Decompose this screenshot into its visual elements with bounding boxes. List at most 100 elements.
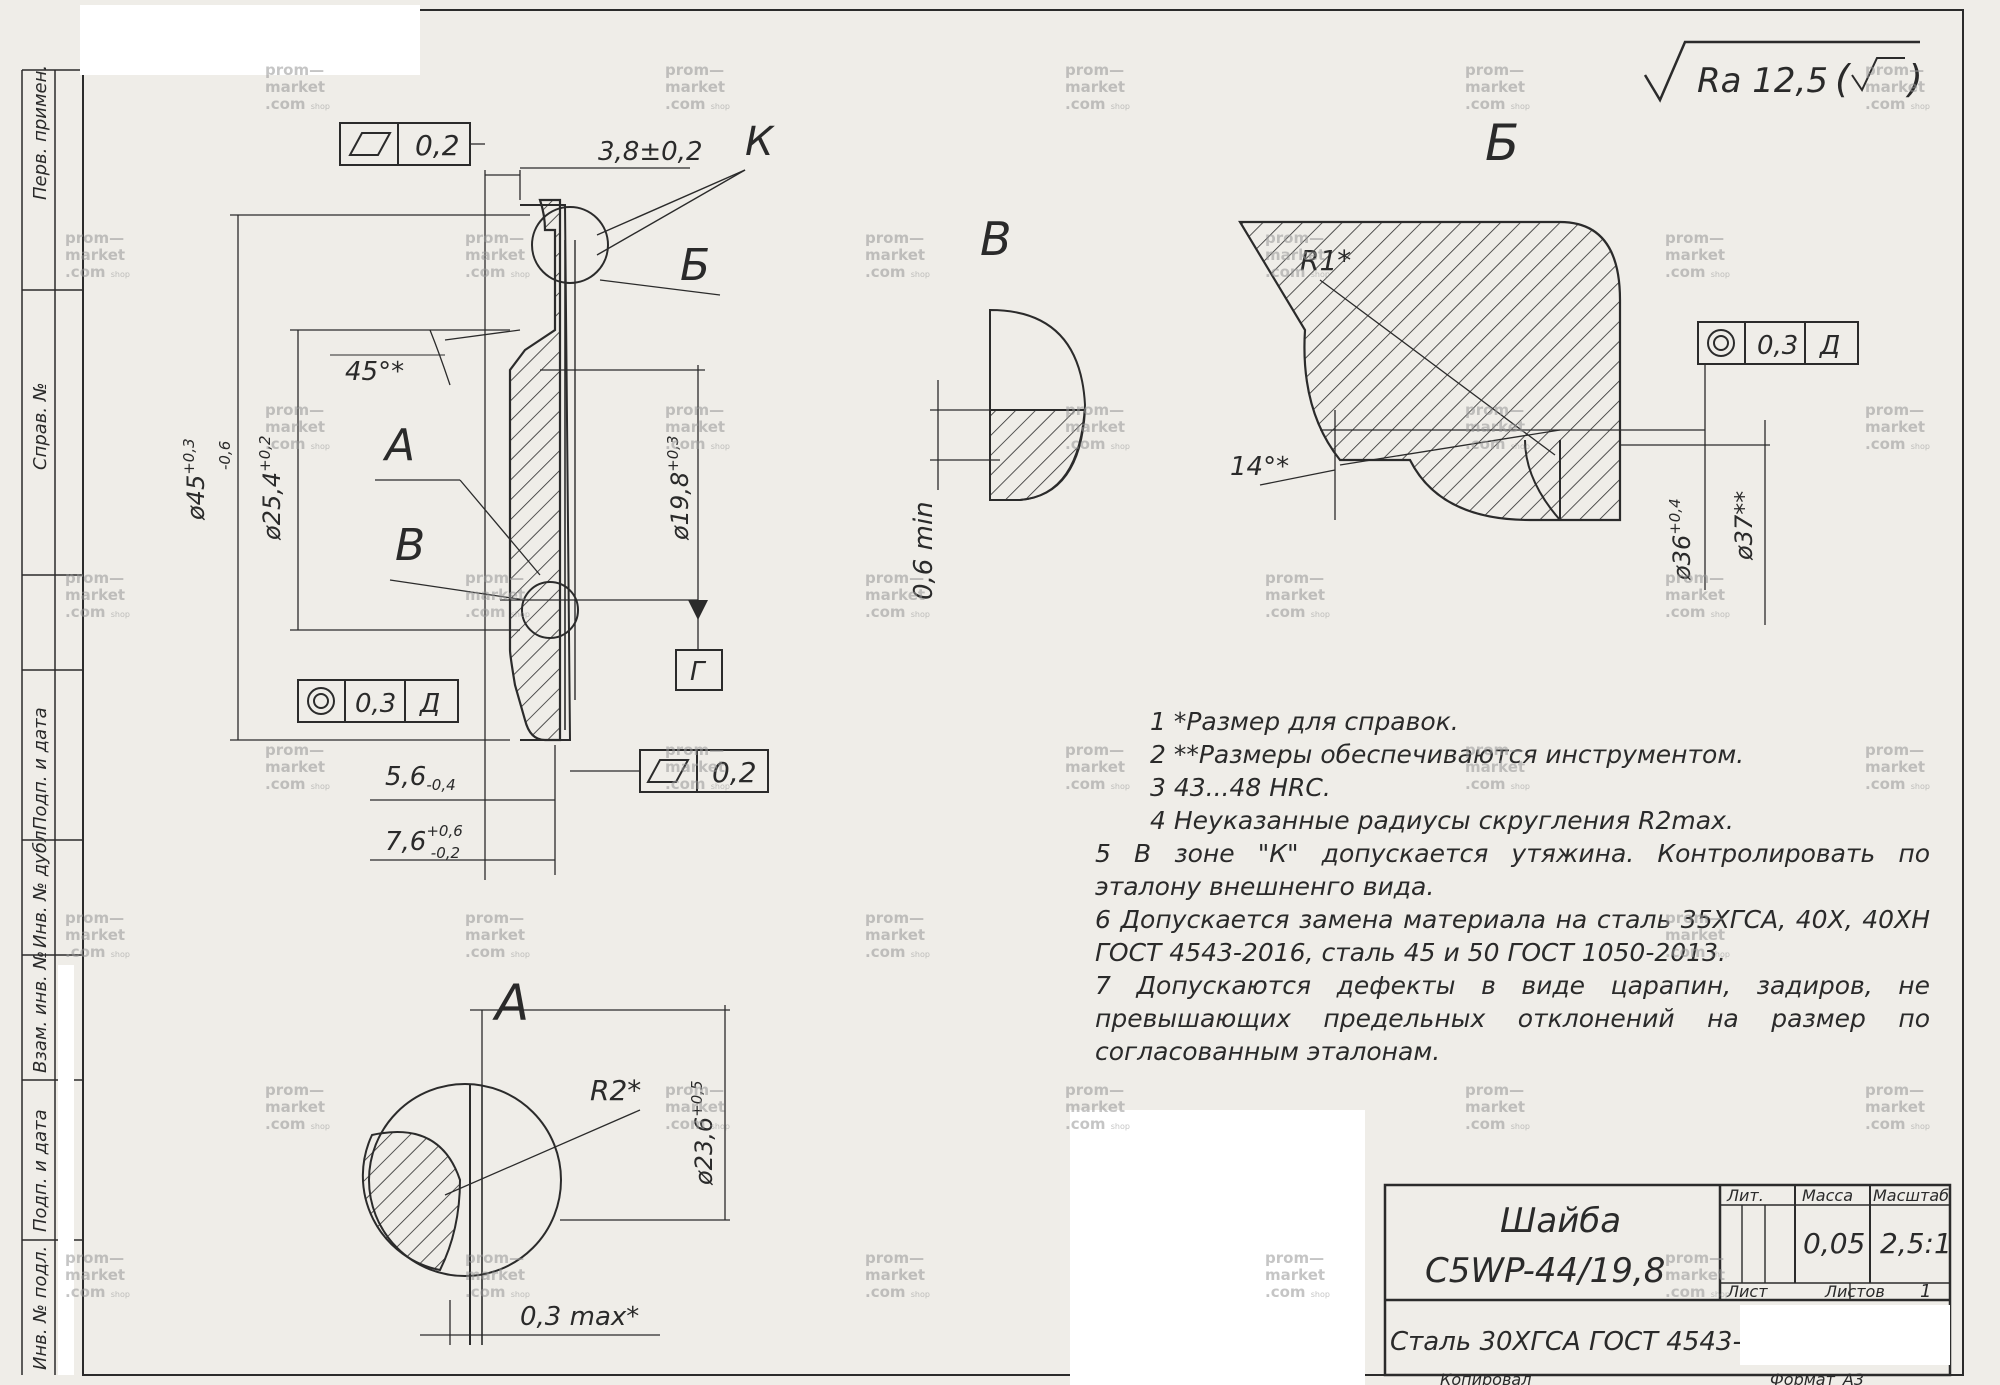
- watermark: prom—market.com shop: [465, 229, 530, 281]
- flatness-value-top: 0,2: [415, 129, 460, 162]
- detail-view-b: Б R1* 14°* 0,3 Д ø36+0,4 ø37**: [1230, 114, 1859, 625]
- note-4: 4 Неуказанные радиусы скругления R2max.: [1150, 806, 1734, 835]
- redaction-left: [58, 965, 74, 1375]
- note-1: 1 *Размер для справок.: [1150, 707, 1459, 736]
- svg-text:(: (: [1835, 57, 1852, 101]
- concentricity-frame-b: 0,3 Д: [1697, 321, 1859, 365]
- section-a-label: А: [382, 420, 415, 471]
- watermark: prom—market.com shop: [65, 229, 130, 281]
- datum-d-main: Д: [419, 689, 440, 719]
- watermark: prom—market.com shop: [665, 741, 730, 793]
- watermark: prom—market.com shop: [265, 741, 330, 793]
- detail-view-a: А ø23,6+0,5 R2* 0,3 max*: [361, 974, 730, 1345]
- main-section-view: 3,8±0,2 0,2 К Б ø45+0,3 -0,6 ø25,4+0,2 ø…: [180, 119, 775, 880]
- sheet-border: [82, 9, 1964, 1376]
- watermark: prom—market.com shop: [465, 909, 530, 961]
- podp-data-label-1: Подп. и дата: [30, 707, 51, 830]
- watermark: prom—market.com shop: [465, 569, 530, 621]
- mass-label: Масса: [1802, 1186, 1853, 1205]
- watermark: prom—market.com shop: [65, 909, 130, 961]
- angle-45-dimension: 45°*: [345, 357, 404, 387]
- watermark: prom—market.com shop: [465, 1249, 530, 1301]
- sprav-no-label: Справ. №: [30, 382, 51, 470]
- dim-76: 7,6+0,6-0,2: [385, 822, 463, 862]
- roughness-value: Ra 12,5: [1697, 61, 1828, 101]
- watermark: prom—market.com shop: [1465, 1081, 1530, 1133]
- watermark: prom—market.com shop: [665, 401, 730, 453]
- view-a-radius: R2*: [590, 1074, 641, 1107]
- vzam-inv-label: Взам. инв. №: [30, 951, 51, 1073]
- part-code: C5WP-44/19,8: [1425, 1251, 1665, 1291]
- dia-25-dimension: ø25,4+0,2: [256, 435, 286, 541]
- watermark: prom—market.com shop: [1665, 1249, 1730, 1301]
- note-6: 6 Допускается замена материала на сталь …: [1095, 905, 1930, 967]
- concentricity-value-b: 0,3: [1757, 331, 1798, 361]
- view-a-dia-23: ø23,6+0,5: [688, 1080, 718, 1186]
- watermark: prom—market.com shop: [665, 1081, 730, 1133]
- redaction-top-left: [80, 5, 420, 75]
- view-b-radius: R1*: [1300, 244, 1351, 277]
- flatness-frame-bottom: 0,2: [570, 749, 769, 793]
- dim-56: 5,6-0,4: [385, 762, 456, 794]
- watermark: prom—market.com shop: [265, 61, 330, 113]
- watermark: prom—market.com shop: [1065, 61, 1130, 113]
- watermark: prom—market.com shop: [1665, 229, 1730, 281]
- redaction-title-left: [1070, 1110, 1365, 1385]
- watermark: prom—market.com shop: [65, 569, 130, 621]
- watermark: prom—market.com shop: [665, 61, 730, 113]
- datum-g-label: Г: [690, 657, 707, 687]
- watermark: prom—market.com shop: [1465, 61, 1530, 113]
- copied-label: Копировал: [1440, 1370, 1531, 1385]
- concentricity-frame-main: 0,3 Д: [297, 679, 459, 723]
- part-name: Шайба: [1500, 1201, 1621, 1241]
- technical-notes: 1 *Размер для справок. 2 **Размеры обесп…: [1095, 705, 1930, 1068]
- svg-text:): ): [1905, 57, 1923, 101]
- watermark: prom—market.com shop: [265, 401, 330, 453]
- scale-label: Масштаб: [1873, 1186, 1949, 1205]
- view-v-title: В: [980, 212, 1012, 266]
- watermark: prom—market.com shop: [865, 909, 930, 961]
- watermark: prom—market.com shop: [265, 1081, 330, 1133]
- flatness-value-bottom: 0,2: [712, 756, 757, 789]
- watermark: prom—market.com shop: [1465, 741, 1530, 793]
- view-b-dia-36: ø36+0,4: [1666, 498, 1696, 581]
- view-v-dimension: 0,6 min: [909, 501, 939, 600]
- zone-k-label: К: [745, 119, 775, 165]
- dia-19-dimension: ø19,8+0,3: [664, 435, 694, 541]
- note-7: 7 Допускаются дефекты в виде царапин, за…: [1095, 971, 1930, 1066]
- note-5: 5 В зоне "К" допускается утяжина. Контро…: [1095, 839, 1930, 901]
- dia-45-dimension: ø45+0,3: [180, 438, 210, 521]
- watermark: prom—market.com shop: [1065, 741, 1130, 793]
- view-b-angle: 14°*: [1230, 452, 1289, 482]
- lit-label: Лит.: [1726, 1186, 1764, 1205]
- note-2: 2 **Размеры обеспечиваются инструментом.: [1150, 740, 1745, 769]
- concentricity-value-main: 0,3: [355, 689, 396, 719]
- watermark: prom—market.com shop: [1065, 401, 1130, 453]
- watermark: prom—market.com shop: [865, 1249, 930, 1301]
- podp-data-label-2: Подп. и дата: [30, 1109, 51, 1232]
- sheets-label: Листов: [1824, 1282, 1885, 1301]
- watermark: prom—market.com shop: [865, 229, 930, 281]
- watermark: prom—market.com shop: [1665, 909, 1730, 961]
- material-spec: Сталь 30ХГСА ГОСТ 4543-2016: [1390, 1327, 1808, 1357]
- width-dimension: 3,8±0,2: [598, 137, 702, 167]
- watermark: prom—market.com shop: [1265, 569, 1330, 621]
- flatness-frame-top: 0,2: [339, 122, 485, 166]
- watermark: prom—market.com shop: [1665, 569, 1730, 621]
- sheets-value: 1: [1920, 1281, 1931, 1302]
- watermark: prom—market.com shop: [1865, 401, 1930, 453]
- scale-value: 2,5:1: [1880, 1227, 1952, 1260]
- mass-value: 0,05: [1803, 1227, 1865, 1260]
- view-b-title: Б: [1485, 114, 1519, 172]
- view-v-leader-label: В: [395, 520, 425, 571]
- watermark: prom—market.com shop: [1065, 1081, 1130, 1133]
- title-block: Шайба C5WP-44/19,8 Сталь 30ХГСА ГОСТ 454…: [1383, 1183, 1952, 1385]
- perv-primen-label: Перв. примен.: [30, 65, 51, 200]
- redaction-title-right: [1740, 1305, 1950, 1365]
- watermark: prom—market.com shop: [1465, 401, 1530, 453]
- detail-view-v: В 0,6 min: [909, 212, 1087, 600]
- watermark: prom—market.com shop: [1265, 1249, 1330, 1301]
- watermark: prom—market.com shop: [1865, 741, 1930, 793]
